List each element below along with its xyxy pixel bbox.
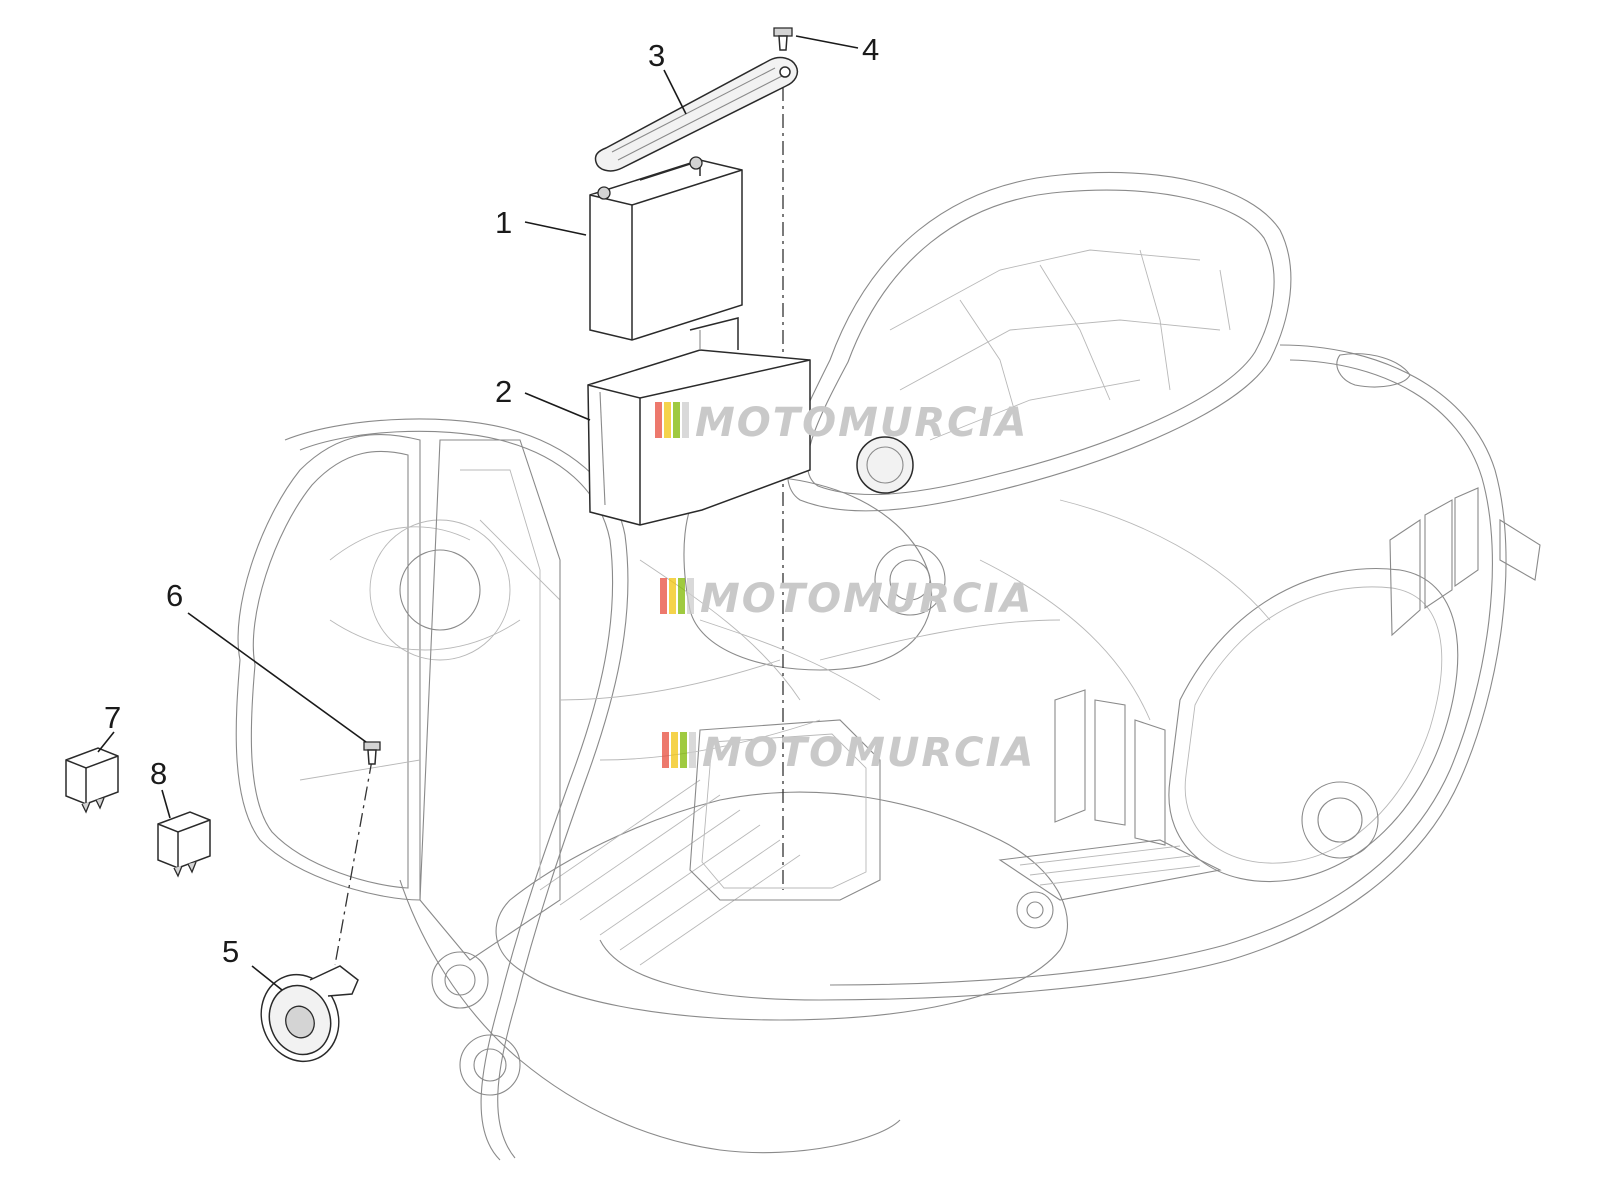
scooter-body — [235, 171, 1541, 1161]
callout-3: 3 — [648, 38, 665, 73]
part-8-relay — [157, 811, 211, 878]
leader-4 — [795, 35, 859, 49]
mount-axis-6 — [334, 759, 373, 966]
part-6-bolt — [363, 741, 381, 765]
watermark-text: MOTOMURCIA — [700, 576, 1033, 622]
watermark-stripe — [687, 578, 694, 614]
watermark-1: MOTOMURCIA — [655, 400, 1028, 446]
watermark-text: MOTOMURCIA — [695, 400, 1028, 446]
leader-1 — [524, 221, 587, 236]
watermark-stripe — [682, 402, 689, 438]
leader-5 — [251, 965, 283, 991]
callout-7: 7 — [104, 700, 121, 735]
watermark-stripe — [660, 578, 667, 614]
leader-3 — [663, 69, 687, 115]
watermark-text: MOTOMURCIA — [702, 730, 1035, 776]
part-2-battery-box — [587, 317, 811, 526]
watermark-2: MOTOMURCIA — [660, 576, 1033, 622]
watermark-stripe — [664, 402, 671, 438]
callout-5: 5 — [222, 934, 239, 969]
watermark-stripe — [662, 732, 669, 768]
part-5-horn — [260, 965, 359, 1063]
callout-numbers: 1 2 3 4 5 6 7 8 — [104, 32, 879, 969]
leader-7 — [97, 731, 115, 753]
watermark-stripe — [673, 402, 680, 438]
watermark-stripe — [680, 732, 687, 768]
callout-1: 1 — [495, 205, 512, 240]
watermark-stripe — [655, 402, 662, 438]
callout-4: 4 — [862, 32, 879, 67]
watermark-3: MOTOMURCIA — [662, 730, 1035, 776]
part-1-battery — [589, 156, 743, 341]
leader-6 — [187, 612, 367, 743]
part-4-screw — [773, 27, 793, 51]
leader-2 — [524, 392, 591, 421]
callout-8: 8 — [150, 756, 167, 791]
leader-8 — [161, 789, 171, 819]
callout-2: 2 — [495, 374, 512, 409]
watermark-stripe — [689, 732, 696, 768]
part-7-relay — [65, 747, 119, 814]
watermark-stripe — [669, 578, 676, 614]
watermark-stripe — [678, 578, 685, 614]
watermark-stripe — [671, 732, 678, 768]
callout-6: 6 — [166, 578, 183, 613]
callout-leaders — [97, 35, 859, 991]
part-3-battery-strap — [594, 56, 799, 172]
